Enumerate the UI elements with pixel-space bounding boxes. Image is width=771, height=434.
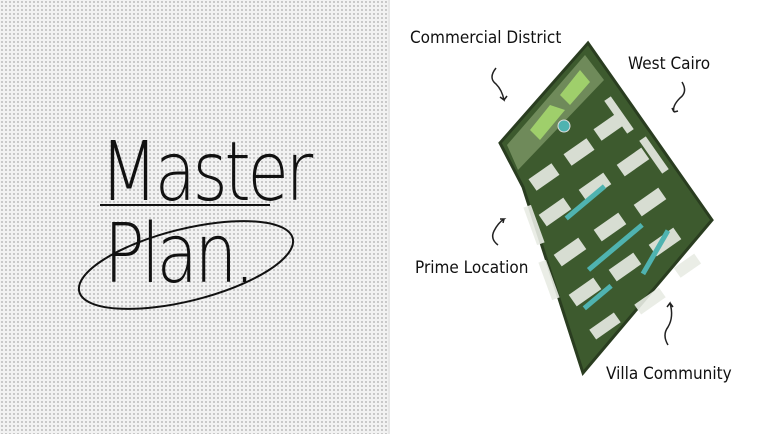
label-west-cairo: West Cairo (628, 54, 711, 74)
master-plan-title-line2: Plan. (104, 207, 255, 302)
label-commercial-district: Commercial District (410, 28, 562, 48)
label-villa-community: Villa Community (606, 364, 732, 384)
site-map-panel: Commercial District West Cairo Prime Loc… (390, 0, 771, 434)
site-map (491, 40, 714, 377)
orbit-ellipse (77, 204, 295, 310)
label-prime-location: Prime Location (415, 258, 529, 278)
arrow-icons (491, 67, 686, 346)
master-plan-panel: Master Plan. (0, 0, 388, 434)
divider (388, 0, 390, 434)
master-plan-title-line1: Master (100, 125, 313, 220)
